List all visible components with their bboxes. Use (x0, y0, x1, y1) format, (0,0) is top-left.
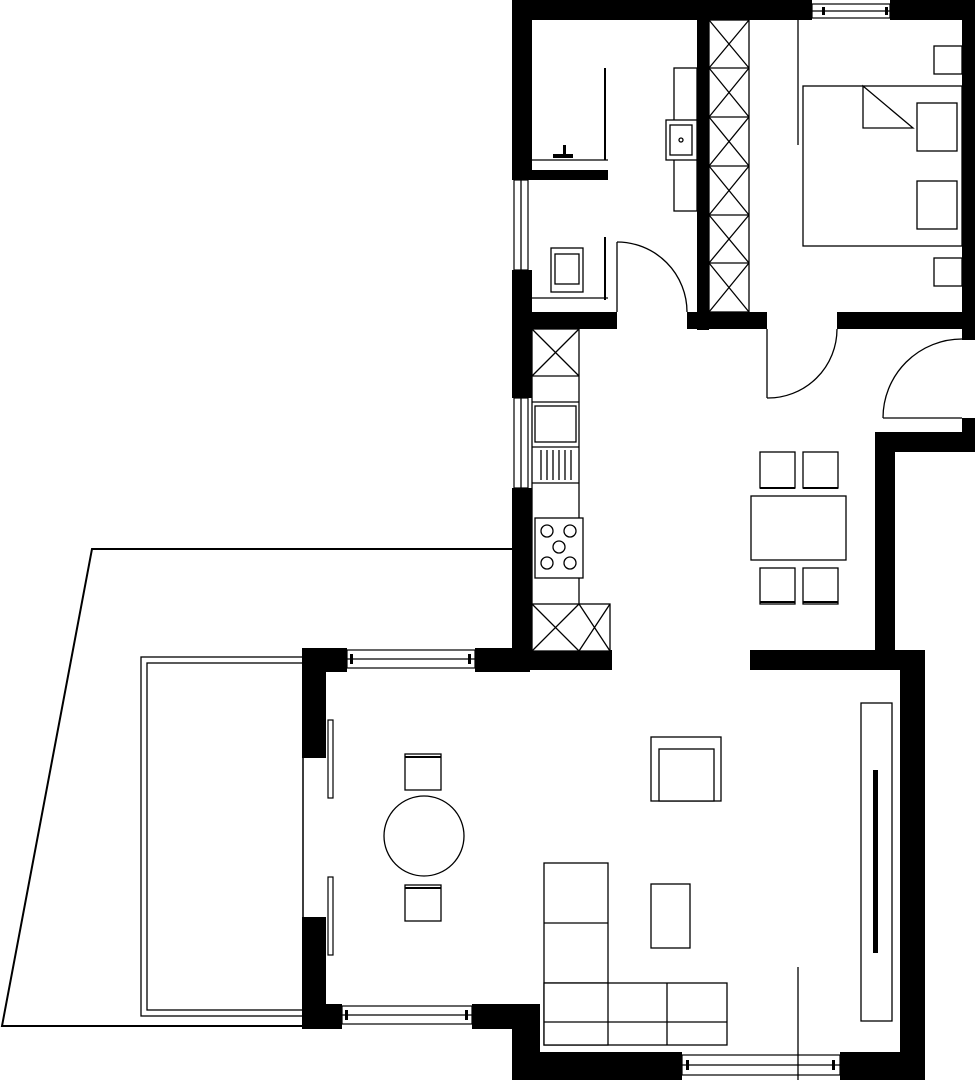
doors (616, 241, 963, 419)
coffee-table-icon (650, 883, 691, 949)
window-living-bottom-left (341, 1005, 473, 1025)
windows (327, 3, 891, 1076)
window-kitchen-left (513, 397, 529, 489)
door-bedroom (766, 328, 838, 399)
sofa-icon (543, 862, 728, 1046)
round-table-icon (383, 753, 465, 922)
door-entrance (882, 338, 963, 419)
stove-icon (534, 517, 584, 579)
window-living-bottom (681, 1054, 841, 1076)
terrace (0, 548, 512, 1027)
terrace-door-left (327, 719, 334, 956)
tv-cabinet-icon (797, 702, 893, 1080)
door-bathroom (616, 241, 688, 313)
bathroom-fixtures-icon (532, 67, 698, 300)
armchair-icon (650, 736, 722, 802)
window-bathroom-left (513, 179, 529, 271)
wardrobe (708, 19, 799, 313)
window-bedroom-top (811, 3, 891, 19)
walls (302, 0, 975, 1080)
window-living-top (346, 649, 476, 669)
kitchen-counter-icon (531, 328, 611, 652)
double-bed-icon (802, 45, 963, 287)
dining-table-icon (750, 451, 847, 605)
